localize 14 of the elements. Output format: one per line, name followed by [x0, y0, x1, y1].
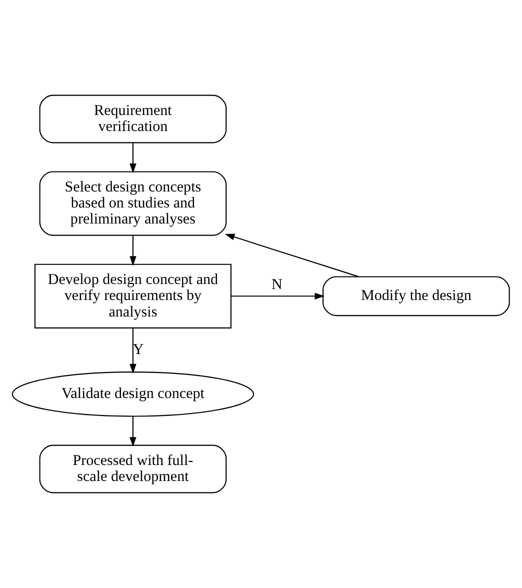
arrow [231, 292, 324, 300]
node-box: Requirement verification [39, 94, 227, 144]
node-box: Modify the design [322, 276, 510, 316]
arrow [224, 234, 359, 278]
arrow [130, 328, 136, 374]
node-ellipse: Validate design concept [12, 372, 254, 417]
edge-label: Y [132, 342, 144, 358]
edge-label: N [272, 276, 282, 293]
arrow [130, 236, 136, 266]
node-box: Develop design concept and verify requirements by analysis [34, 264, 232, 328]
arrow [130, 143, 136, 174]
node-box: Select design concepts based on studies and preliminary analyses [39, 171, 227, 236]
node-box: Processed with full-scale development [39, 444, 227, 494]
arrow [130, 416, 136, 447]
